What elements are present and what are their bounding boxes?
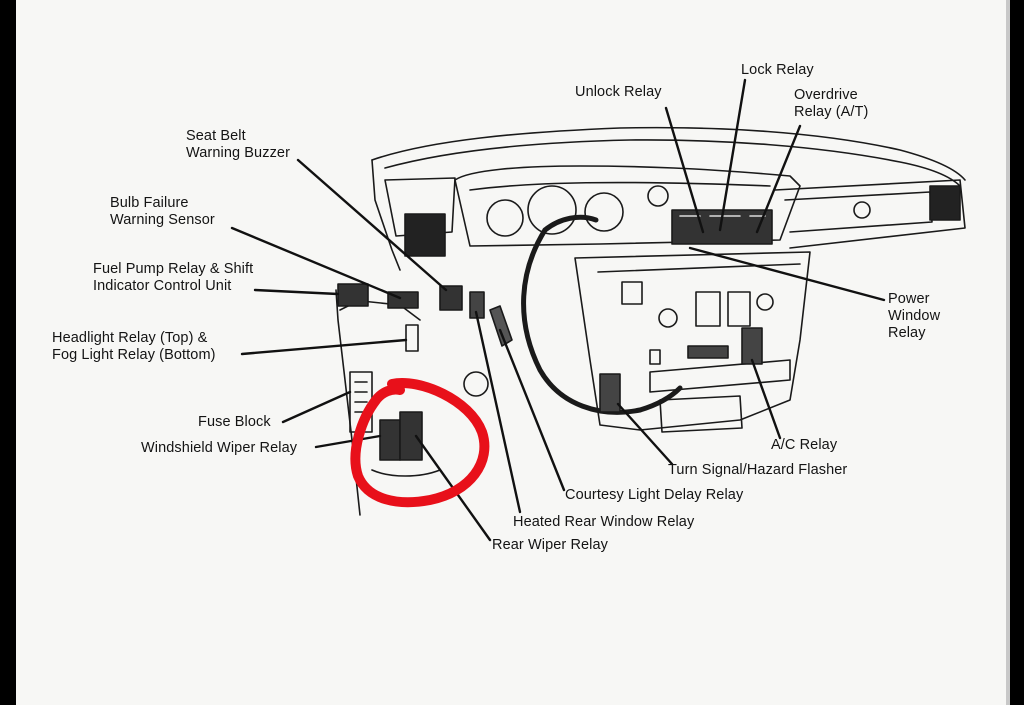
label-fuel-pump: Fuel Pump Relay & Shift Indicator Contro…: [93, 261, 253, 295]
courtesy-light-relay: [489, 305, 513, 347]
right-vent: [929, 185, 961, 221]
dashboard-left-end: [371, 159, 401, 271]
leader-power-window: [688, 246, 886, 302]
leader-windshield-wiper: [314, 434, 382, 449]
gauge-left: [486, 199, 524, 237]
leader-headlight: [240, 338, 408, 356]
leader-courtesy: [498, 328, 566, 492]
label-bulb-failure-line1: Bulb Failure: [110, 195, 189, 211]
diagram-page: [16, 0, 1006, 705]
label-bulb-failure-line2: Warning Sensor: [110, 212, 215, 228]
speedometer: [527, 185, 577, 235]
label-lock-relay: Lock Relay: [741, 62, 814, 78]
dashboard-top-inner: [384, 139, 961, 187]
seat-belt-buzzer: [439, 285, 463, 311]
label-seat-belt-line1: Seat Belt: [186, 128, 246, 144]
leader-unlock-relay: [664, 106, 705, 234]
label-heated-rear-window: Heated Rear Window Relay: [513, 514, 695, 530]
page-edge: [1006, 0, 1010, 705]
leader-overdrive: [755, 124, 802, 234]
leader-fuel-pump: [253, 288, 340, 296]
label-seat-belt-line2: Warning Buzzer: [186, 145, 291, 161]
label-headlight: Headlight Relay (Top) & Fog Light Relay …: [52, 330, 216, 364]
label-seat-belt: Seat Belt Warning Buzzer: [186, 128, 290, 162]
label-turn-signal: Turn Signal/Hazard Flasher: [668, 462, 848, 478]
turn-signal-flasher: [599, 373, 621, 413]
label-fuel-pump-line2: Indicator Control Unit: [93, 278, 232, 294]
label-headlight-line1: Headlight Relay (Top) &: [52, 330, 208, 346]
label-ac-relay: A/C Relay: [771, 437, 838, 453]
rear-wiper-relay: [399, 411, 423, 461]
ac-relay: [741, 327, 763, 365]
label-bulb-failure: Bulb Failure Warning Sensor: [110, 195, 215, 229]
center-console: [574, 251, 811, 431]
annotation-circle: [350, 378, 490, 508]
headlight-relay: [405, 324, 419, 352]
leader-seat-belt: [296, 158, 448, 292]
label-power-window-line2: Window: [888, 308, 941, 324]
label-power-window-line3: Relay: [888, 325, 926, 341]
instrument-hood: [454, 165, 801, 247]
label-power-window-line1: Power: [888, 291, 930, 307]
dashboard-top-outline: [371, 126, 966, 181]
leader-lock-relay: [718, 78, 747, 232]
label-fuel-pump-line1: Fuel Pump Relay & Shift: [93, 261, 254, 277]
label-courtesy-light: Courtesy Light Delay Relay: [565, 487, 744, 503]
label-fuse-block: Fuse Block: [198, 414, 271, 430]
leader-turn-signal: [616, 402, 674, 466]
left-vent: [404, 213, 446, 257]
label-unlock-relay: Unlock Relay: [575, 84, 662, 100]
windshield-wiper-relay: [379, 419, 401, 461]
leader-fuse-block: [281, 390, 352, 424]
fuel-pump-relay: [337, 283, 369, 307]
dashboard-right-panel: [774, 179, 966, 249]
label-rear-wiper: Rear Wiper Relay: [492, 537, 609, 553]
label-power-window: Power Window Relay: [888, 291, 940, 342]
label-overdrive-relay: Overdrive Relay (A/T): [794, 87, 868, 121]
label-windshield-wiper: Windshield Wiper Relay: [141, 440, 298, 456]
leader-heated-rear: [474, 310, 522, 514]
label-headlight-line2: Fog Light Relay (Bottom): [52, 347, 216, 363]
label-overdrive-line1: Overdrive: [794, 87, 858, 103]
tachometer: [584, 192, 624, 232]
leader-bulb-failure: [230, 226, 402, 300]
label-overdrive-line2: Relay (A/T): [794, 104, 869, 120]
leader-ac-relay: [750, 358, 782, 440]
knob: [463, 371, 489, 397]
